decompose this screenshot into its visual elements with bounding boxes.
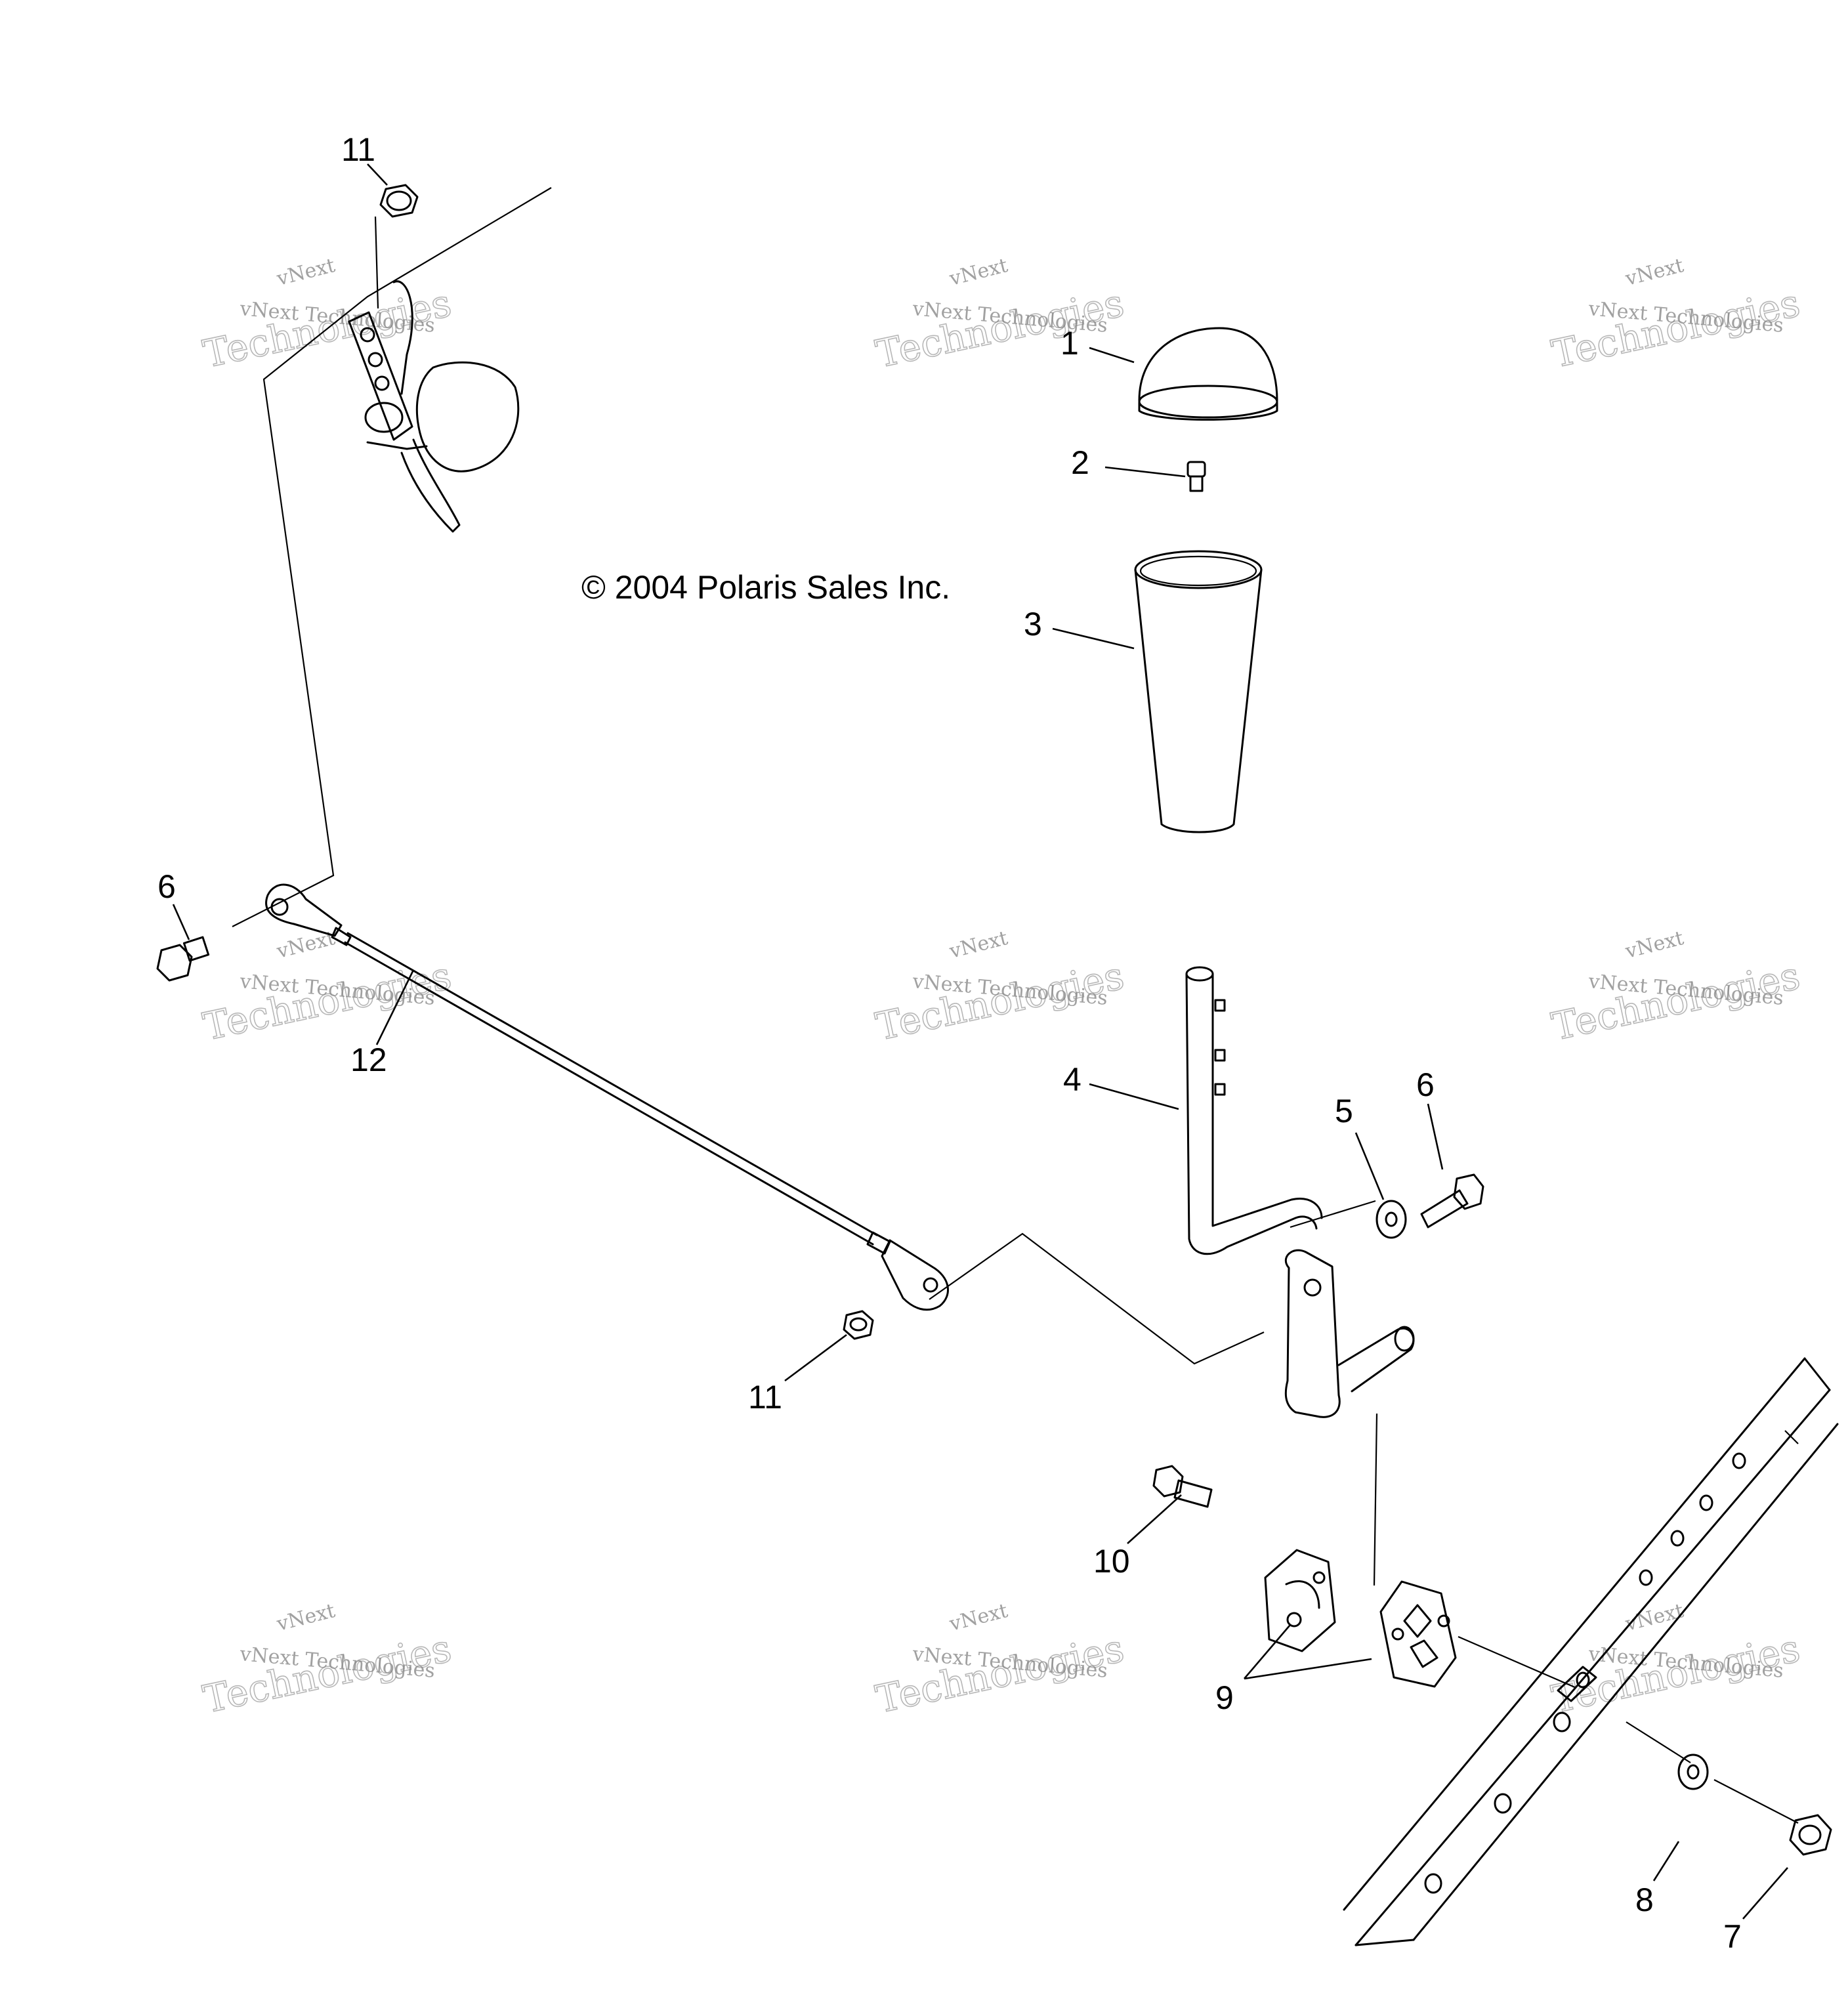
callout-8: 8 [1635, 1881, 1654, 1918]
watermark-big: Technologies [872, 280, 1128, 376]
watermark-top: vNext [1622, 1599, 1686, 1636]
callout-3: 3 [1024, 606, 1042, 642]
bolt-left-part-6 [156, 936, 210, 982]
watermark-top: vNext [1622, 927, 1686, 963]
watermark-3: vNext vNext Technologies Technologies [1547, 254, 1804, 377]
watermark-7: vNext vNext Technologies Technologies [199, 1599, 455, 1722]
callout-10: 10 [1093, 1543, 1130, 1580]
nut-lower-part-11 [843, 1310, 874, 1340]
callout-labels: 11 1 2 3 6 12 4 5 6 11 10 9 8 7 [158, 131, 1742, 1955]
watermark-6: vNext vNext Technologies Technologies [1547, 927, 1804, 1049]
bolt-right-part-6 [1420, 1173, 1484, 1228]
screw-part-2 [1186, 461, 1206, 492]
watermark-big: Technologies [200, 953, 455, 1049]
callout-11-top: 11 [341, 131, 375, 168]
callout-4: 4 [1063, 1061, 1082, 1098]
linkage-rod-part-12 [265, 883, 949, 1311]
watermark-1: vNext vNext Technologies Technologies [199, 254, 455, 377]
frame-rail [1343, 1357, 1839, 1946]
watermark-big: Technologies [200, 1626, 455, 1721]
watermark-top: vNext [274, 1599, 337, 1636]
watermark-top: vNext [946, 1599, 1010, 1636]
watermark-top: vNext [946, 254, 1010, 291]
watermark-top: vNext [274, 927, 337, 963]
watermark-2: vNext vNext Technologies Technologies [872, 254, 1128, 377]
copyright-text: © 2004 Polaris Sales Inc. [581, 569, 950, 606]
callout-1: 1 [1060, 325, 1079, 362]
shift-lever-part-4 [1185, 966, 1415, 1418]
callout-2: 2 [1071, 444, 1089, 481]
watermark-big: Technologies [872, 1626, 1128, 1721]
watermark-big: Technologies [1548, 953, 1804, 1049]
nut-part-7 [1789, 1814, 1832, 1856]
watermark-top: vNext [1622, 254, 1686, 291]
watermark-big: Technologies [1548, 280, 1804, 376]
watermark-group: vNext vNext Technologies Technologies vN… [199, 254, 1804, 1722]
watermark-top: vNext [946, 927, 1010, 963]
bushing-pair-part-9 [1264, 1549, 1457, 1688]
bolt-part-10 [1152, 1465, 1213, 1508]
nut-top-part-11 [379, 184, 419, 218]
watermark-9: vNext vNext Technologies Technologies [1547, 1599, 1804, 1722]
callout-6-left: 6 [158, 868, 176, 905]
washer-part-5 [1376, 1200, 1407, 1239]
callout-7: 7 [1723, 1918, 1742, 1955]
callout-12: 12 [350, 1041, 387, 1078]
knob-cap-part-1 [1138, 327, 1278, 421]
callout-9: 9 [1215, 1679, 1234, 1716]
watermark-5: vNext vNext Technologies Technologies [872, 927, 1128, 1049]
washer-part-8 [1677, 1754, 1709, 1790]
watermark-8: vNext vNext Technologies Technologies [872, 1599, 1128, 1722]
watermark-top: vNext [274, 254, 337, 291]
callout-11-bottom: 11 [748, 1379, 782, 1416]
shift-knob-part-3 [1134, 550, 1263, 833]
watermark-big: Technologies [872, 953, 1128, 1049]
upper-bracket-assembly [348, 280, 520, 533]
callout-6-right: 6 [1416, 1066, 1435, 1103]
leader-lines [172, 163, 1788, 1920]
callout-5: 5 [1335, 1093, 1353, 1129]
watermark-4: vNext vNext Technologies Technologies [199, 927, 455, 1049]
